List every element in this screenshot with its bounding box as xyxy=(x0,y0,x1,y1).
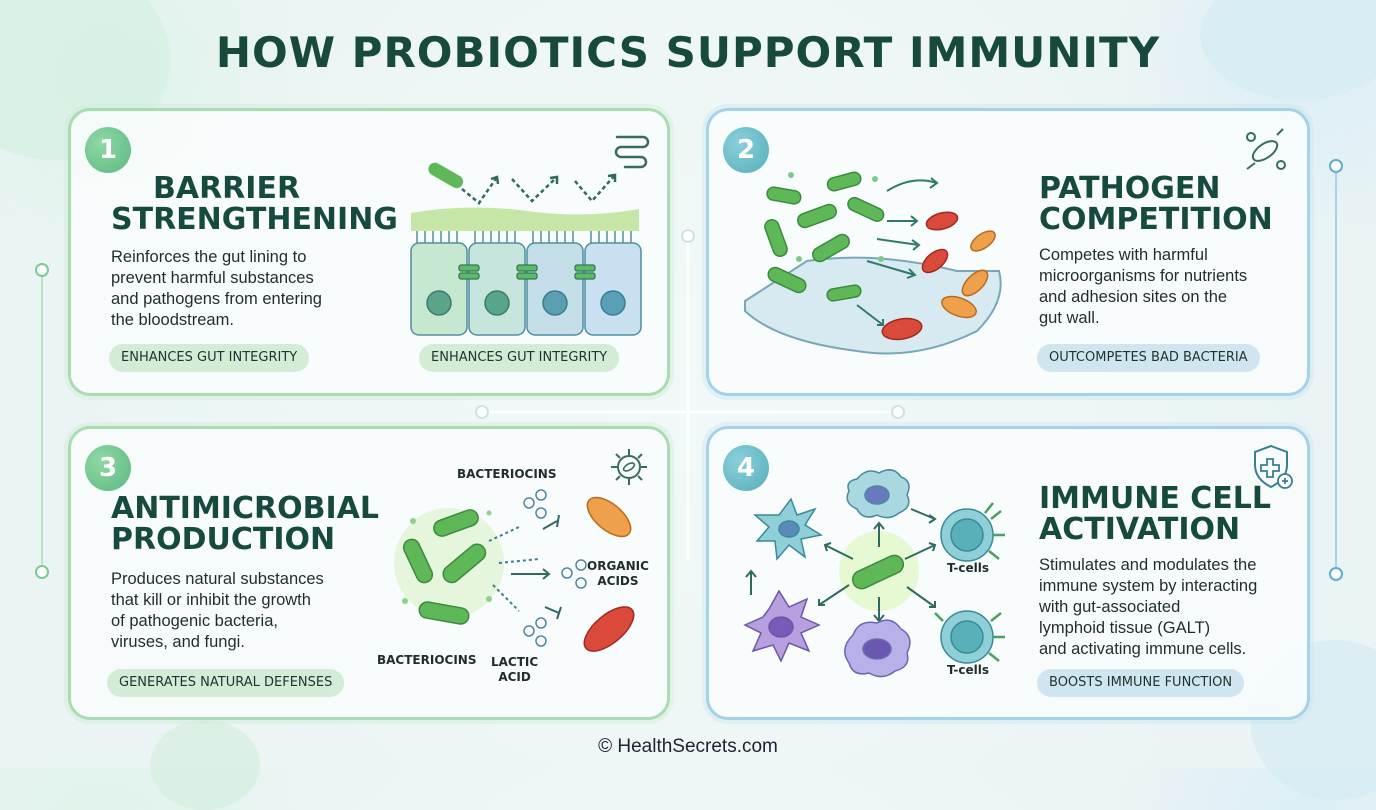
dendritic-cell xyxy=(752,497,823,561)
dendritic-cell xyxy=(743,589,821,663)
step-number-badge: 1 xyxy=(85,127,131,173)
step-number-badge: 2 xyxy=(723,127,769,173)
bacterium xyxy=(826,171,862,192)
card-description: Stimulates and modulates the immune syst… xyxy=(1039,555,1307,660)
step-number-badge: 3 xyxy=(85,445,131,491)
pathogen xyxy=(921,248,949,274)
connector-lines xyxy=(35,159,1343,581)
description-line: Competes with harmful xyxy=(1039,246,1208,264)
bacterium xyxy=(767,266,807,294)
t-cell xyxy=(940,502,1005,562)
macrophage-cell xyxy=(844,619,911,678)
virus-icon xyxy=(611,449,647,485)
bacterium xyxy=(428,162,464,189)
footer-credit: © HealthSecrets.com xyxy=(598,736,778,757)
bacterium xyxy=(797,203,837,229)
pathogen xyxy=(881,317,923,341)
heading-line: COMPETITION xyxy=(1039,202,1273,237)
diagram-label: BACTERIOCINS xyxy=(377,653,477,667)
bacterium xyxy=(402,538,434,584)
description-line: the bloodstream. xyxy=(111,311,234,329)
bacterium xyxy=(766,186,802,205)
tag-pill: BOOSTS IMMUNE FUNCTION xyxy=(1037,669,1245,697)
description-line: with gut-associated xyxy=(1039,598,1181,616)
shield-plus-icon xyxy=(1254,444,1293,489)
bacterium xyxy=(851,554,905,590)
pathogen xyxy=(961,269,989,297)
bacterium xyxy=(826,284,862,302)
step-number-badge: 4 xyxy=(723,445,769,491)
label-line: LACTIC xyxy=(491,655,539,669)
pathogen xyxy=(583,606,635,652)
tag-pill: OUTCOMPETES BAD BACTERIA xyxy=(1037,344,1260,372)
tag-pill: ENHANCES GUT INTEGRITY xyxy=(109,344,310,372)
diagram-label: BACTERIOCINS xyxy=(457,467,557,481)
description-line: and adhesion sites on the xyxy=(1039,288,1228,306)
heading-line: PRODUCTION xyxy=(111,522,336,557)
antimicrobial-illustration xyxy=(394,489,635,652)
tcell-label: T-cells xyxy=(947,561,990,575)
heading-line: BARRIER xyxy=(153,171,301,206)
description-line: of pathogenic bacteria, xyxy=(111,612,278,630)
heading-line: ANTIMICROBIAL xyxy=(111,491,379,526)
pathogen xyxy=(586,496,632,538)
description-line: that kill or inhibit the growth xyxy=(111,591,311,609)
diagram-label: LACTIC ACID xyxy=(491,655,538,685)
macrophage-cell xyxy=(846,469,910,519)
card-heading: ANTIMICROBIAL PRODUCTION xyxy=(111,493,379,555)
description-line: Produces natural substances xyxy=(111,570,324,588)
t-cell xyxy=(934,610,1005,664)
label-line: ORGANIC xyxy=(587,559,649,573)
label-line: ACID xyxy=(498,670,531,684)
heading-line: PATHOGEN xyxy=(1039,171,1221,206)
bacterium xyxy=(418,601,470,625)
heading-line: ACTIVATION xyxy=(1039,512,1241,547)
immune-cells-illustration xyxy=(743,469,1005,678)
card-description: Produces natural substances that kill or… xyxy=(111,569,391,653)
card-heading: PATHOGEN COMPETITION xyxy=(1039,173,1273,235)
bacterium xyxy=(442,543,487,584)
card-pathogen-competition: 2 PATHOGEN COMPETITION Competes with har… xyxy=(706,108,1310,396)
card-heading: BARRIER STRENGTHENING xyxy=(111,173,398,235)
description-line: viruses, and fungi. xyxy=(111,633,245,651)
description-line: Reinforces the gut lining to xyxy=(111,248,307,266)
description-line: lymphoid tissue (GALT) xyxy=(1039,619,1211,637)
bacterium xyxy=(433,509,479,537)
tag-pill: GENERATES NATURAL DEFENSES xyxy=(107,669,345,697)
tcell-label: T-cells xyxy=(947,663,990,677)
card-immune-cell-activation: 4 IMMUNE CELL ACTIVATION Stimulates and … xyxy=(706,426,1310,720)
heading-line: STRENGTHENING xyxy=(111,202,398,237)
bacterium xyxy=(764,218,788,258)
diagram-label: ORGANIC ACIDS xyxy=(587,559,649,589)
description-line: gut wall. xyxy=(1039,309,1100,327)
card-heading: IMMUNE CELL ACTIVATION xyxy=(1039,483,1271,545)
description-line: and activating immune cells. xyxy=(1039,640,1247,658)
description-line: microorganisms for nutrients xyxy=(1039,267,1248,285)
description-line: Stimulates and modulates the xyxy=(1039,556,1257,574)
gut-lining-illustration xyxy=(410,162,642,336)
description-line: and pathogens from entering xyxy=(111,290,322,308)
intestine-icon xyxy=(614,135,650,169)
pathogen xyxy=(970,230,996,252)
tag-pill: ENHANCES GUT INTEGRITY xyxy=(419,344,620,372)
card-description: Reinforces the gut lining to prevent har… xyxy=(111,247,391,331)
card-description: Competes with harmful microorganisms for… xyxy=(1039,245,1299,329)
page-title: HOW PROBIOTICS SUPPORT IMMUNITY xyxy=(215,28,1161,77)
card-antimicrobial-production: 3 ANTIMICROBIAL PRODUCTION Produces natu… xyxy=(68,426,670,720)
pathogen xyxy=(941,295,977,319)
pathogen xyxy=(925,211,959,231)
description-line: immune system by interacting xyxy=(1039,577,1258,595)
heading-line: IMMUNE CELL xyxy=(1039,481,1272,516)
bacterium xyxy=(847,196,885,222)
competition-illustration xyxy=(744,171,1002,355)
microbes-icon xyxy=(1246,128,1286,170)
bacterium xyxy=(811,233,851,263)
card-barrier-strengthening: 1 BARRIER STRENGTHENING Reinforces the g… xyxy=(68,108,670,396)
description-line: prevent harmful substances xyxy=(111,269,314,287)
label-line: ACIDS xyxy=(597,574,639,588)
